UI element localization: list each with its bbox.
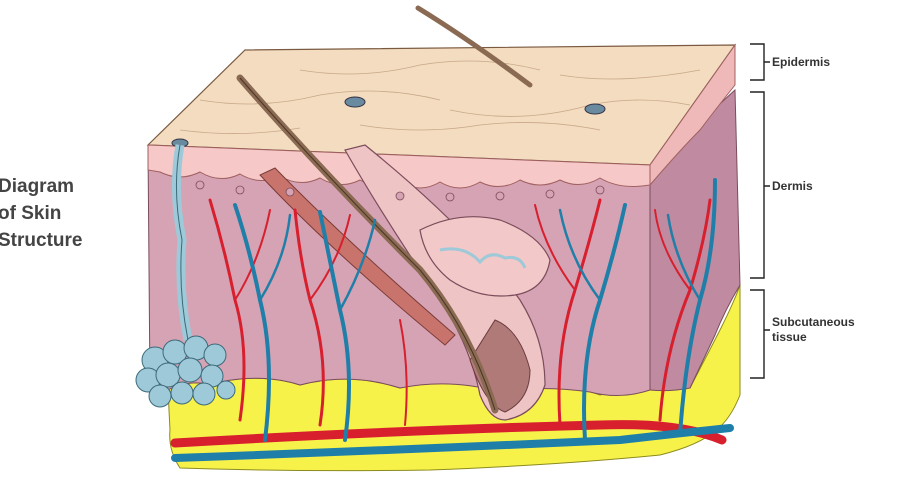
- label-dermis: Dermis: [772, 179, 813, 193]
- dermis-bracket: [750, 92, 770, 278]
- diagram-title-line-1: Diagram: [0, 176, 74, 198]
- pore: [345, 97, 365, 107]
- layer-brackets: [750, 44, 770, 378]
- epidermis-top-face: [148, 45, 735, 165]
- pore: [585, 104, 605, 114]
- epidermis-bracket: [750, 44, 770, 80]
- label-subcutaneous-line-1: Subcutaneous: [772, 315, 855, 329]
- diagram-title-line-2: of Skin: [0, 203, 61, 225]
- subcutaneous-bracket: [750, 290, 770, 378]
- label-epidermis: Epidermis: [772, 55, 830, 69]
- diagram-title-line-3: Structure: [0, 230, 82, 252]
- label-subcutaneous-line-2: tissue: [772, 330, 807, 344]
